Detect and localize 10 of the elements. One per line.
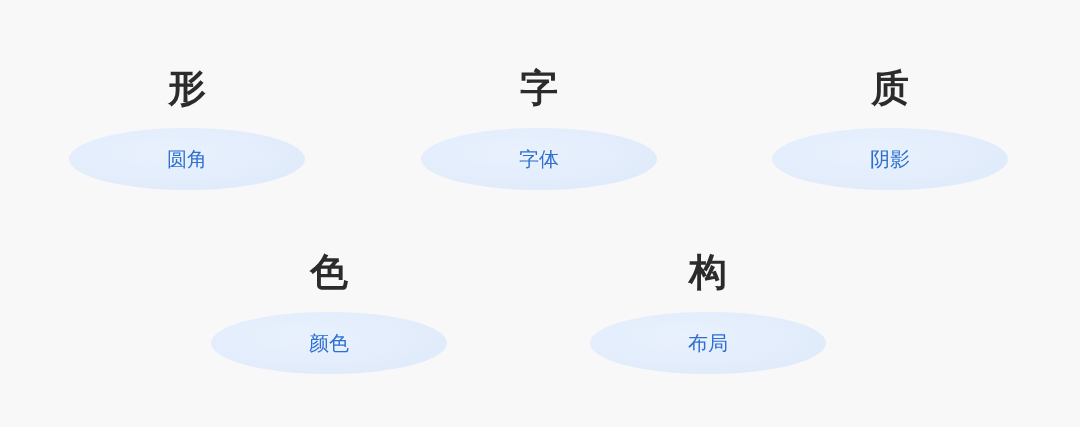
category-heading: 色	[310, 250, 348, 294]
category-heading: 形	[168, 66, 206, 110]
keyword-ellipse: 颜色	[211, 312, 447, 374]
category-heading: 字	[520, 66, 558, 110]
keyword-ellipse: 字体	[421, 128, 657, 190]
keyword-ellipse: 布局	[590, 312, 826, 374]
keyword-ellipse: 圆角	[69, 128, 305, 190]
keyword-ellipse: 阴影	[772, 128, 1008, 190]
category-heading: 质	[871, 66, 909, 110]
category-heading: 构	[689, 250, 727, 294]
